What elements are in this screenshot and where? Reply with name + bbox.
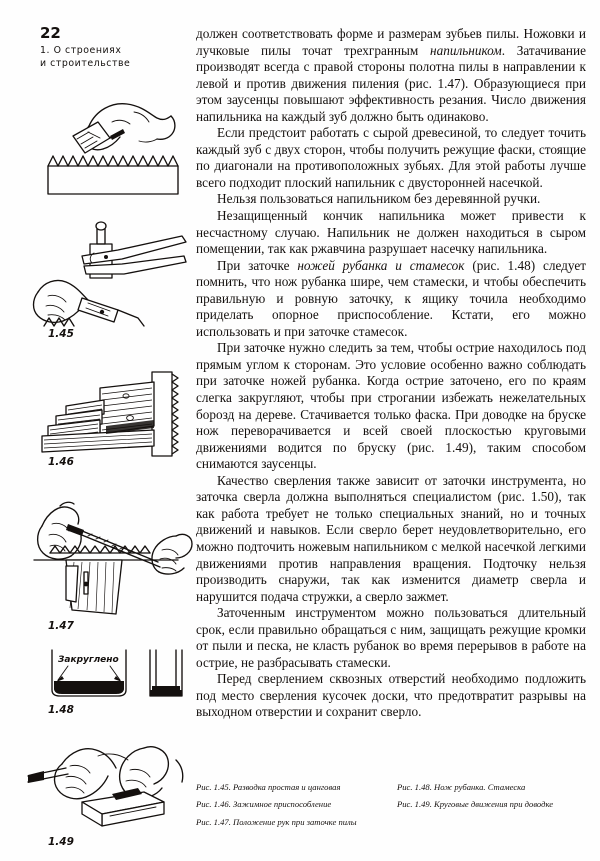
figure-1-47-artwork (33, 501, 193, 615)
page-number: 22 (40, 24, 61, 42)
figure-1-46-artwork (41, 371, 179, 457)
paragraph-8: Заточенным инструментом можно пользовать… (196, 605, 586, 670)
figure-1-47-number: 1.47 (48, 620, 74, 632)
figure-1-45: 1.45 (26, 96, 194, 340)
caption-column-left: Рис. 1.45. Разводка простая и цанговая Р… (196, 782, 387, 834)
running-head-line-1: 1. О строениях (40, 45, 122, 56)
caption-column-right: Рис. 1.48. Нож рубанка. Стамеска Рис. 1.… (397, 782, 588, 834)
body-text-column: должен соответствовать форме и размерам … (196, 26, 586, 721)
figure-1-48-artwork: Закруглено (51, 649, 183, 697)
figure-1-49-artwork (27, 746, 184, 827)
figure-1-48-inline-label: Закруглено (58, 655, 119, 665)
caption-1-45: Рис. 1.45. Разводка простая и цанговая (196, 782, 341, 792)
paragraph-9: Перед сверлением сквозных отверстий необ… (196, 671, 586, 720)
running-head: 1. О строениях и строительстве (40, 44, 190, 70)
figure-captions: Рис. 1.45. Разводка простая и цанговая Р… (196, 782, 588, 834)
figure-1-48-number: 1.48 (48, 704, 74, 716)
illustration-column: 22 1. О строениях и строительстве (0, 0, 196, 861)
figure-1-46-number: 1.46 (48, 456, 74, 468)
figure-1-45-number: 1.45 (48, 328, 74, 340)
caption-1-48: Рис. 1.48. Нож рубанка. Стамеска (397, 782, 526, 792)
paragraph-6: При заточке нужно следить за тем, чтобы … (196, 340, 586, 472)
running-head-line-2: и строительстве (40, 58, 131, 69)
paragraph-3: Нельзя пользоваться напильником без дере… (217, 191, 541, 207)
paragraph-4: Незащищенный кончик напильника может при… (196, 208, 586, 257)
figure-1-47: 1.47 (26, 498, 194, 632)
paragraph-2: Если предстоит работать с сырой древесин… (196, 125, 586, 190)
figure-1-48: Закруглено 1.48 (26, 648, 194, 716)
caption-1-46: Рис. 1.46. Зажимное приспособление (196, 799, 332, 810)
figure-1-49-number: 1.49 (48, 836, 74, 848)
figure-1-46: 1.46 (26, 368, 194, 468)
caption-1-47: Рис. 1.47. Положение рук при заточке пил… (196, 816, 357, 827)
paragraph-1: должен соответствовать форме и размерам … (196, 26, 586, 124)
figure-1-45-artwork (32, 103, 187, 327)
paragraph-5: При заточке ножей рубанка и стамесок (ри… (196, 257, 587, 339)
paragraph-7: Качество сверления также зависит от зато… (196, 472, 586, 604)
caption-1-49: Рис. 1.49. Круговые движения при доводке (397, 799, 554, 810)
figure-1-49: 1.49 (26, 730, 194, 848)
